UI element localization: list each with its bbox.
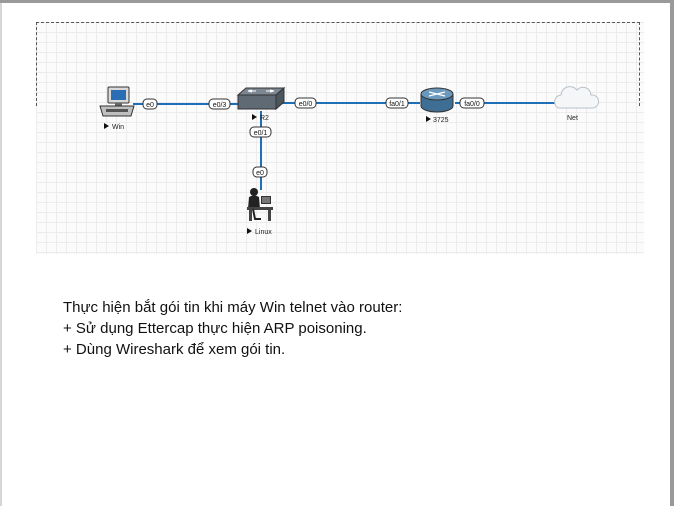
net-label: Net xyxy=(567,115,578,122)
node-label-win: Win xyxy=(104,123,124,131)
cloud-icon[interactable] xyxy=(554,86,599,109)
iface-linux-e0: e0 xyxy=(252,166,268,178)
task-line-2: + Sử dụng Ettercap thực hiện ARP poisoni… xyxy=(63,320,367,337)
pc-icon[interactable] xyxy=(99,86,135,117)
node-label-linux: Linux xyxy=(247,228,272,236)
iface-r2-e03-text: e0/3 xyxy=(213,102,227,109)
task-line-1: Thực hiện bắt gói tin khi máy Win telnet… xyxy=(63,299,403,316)
window-top-border xyxy=(0,0,674,3)
iface-router-fa01-text: fa0/1 xyxy=(389,101,405,108)
r2-label: R2 xyxy=(260,115,269,122)
router-icon[interactable] xyxy=(420,87,454,113)
window-right-border xyxy=(670,0,674,506)
router-label: 3725 xyxy=(433,117,449,124)
linux-label: Linux xyxy=(255,229,272,236)
win-label: Win xyxy=(112,124,124,131)
iface-router-fa01: fa0/1 xyxy=(385,97,409,109)
iface-router-fa00: fa0/0 xyxy=(459,97,485,109)
iface-r2-e01: e0/1 xyxy=(249,126,272,138)
iface-r2-e03: e0/3 xyxy=(208,98,231,110)
selection-box xyxy=(36,22,640,106)
iface-router-fa00-text: fa0/0 xyxy=(464,101,480,108)
switch-icon[interactable] xyxy=(236,86,286,111)
window-left-border xyxy=(0,3,2,506)
node-label-r2: R2 xyxy=(252,114,269,122)
node-label-3725: 3725 xyxy=(426,116,449,124)
iface-r2-e00: e0/0 xyxy=(294,97,317,109)
iface-r2-e00-text: e0/0 xyxy=(299,101,313,108)
iface-linux-e0-text: e0 xyxy=(256,170,264,177)
iface-win-e0-text: e0 xyxy=(146,102,154,109)
iface-win-e0: e0 xyxy=(142,98,158,110)
iface-r2-e01-text: e0/1 xyxy=(254,130,268,137)
task-line-3: + Dùng Wireshark để xem gói tin. xyxy=(63,341,286,358)
task-description: Thực hiện bắt gói tin khi máy Win telnet… xyxy=(63,297,483,360)
topology-canvas[interactable] xyxy=(36,22,644,254)
user-workstation-icon[interactable] xyxy=(247,188,273,221)
